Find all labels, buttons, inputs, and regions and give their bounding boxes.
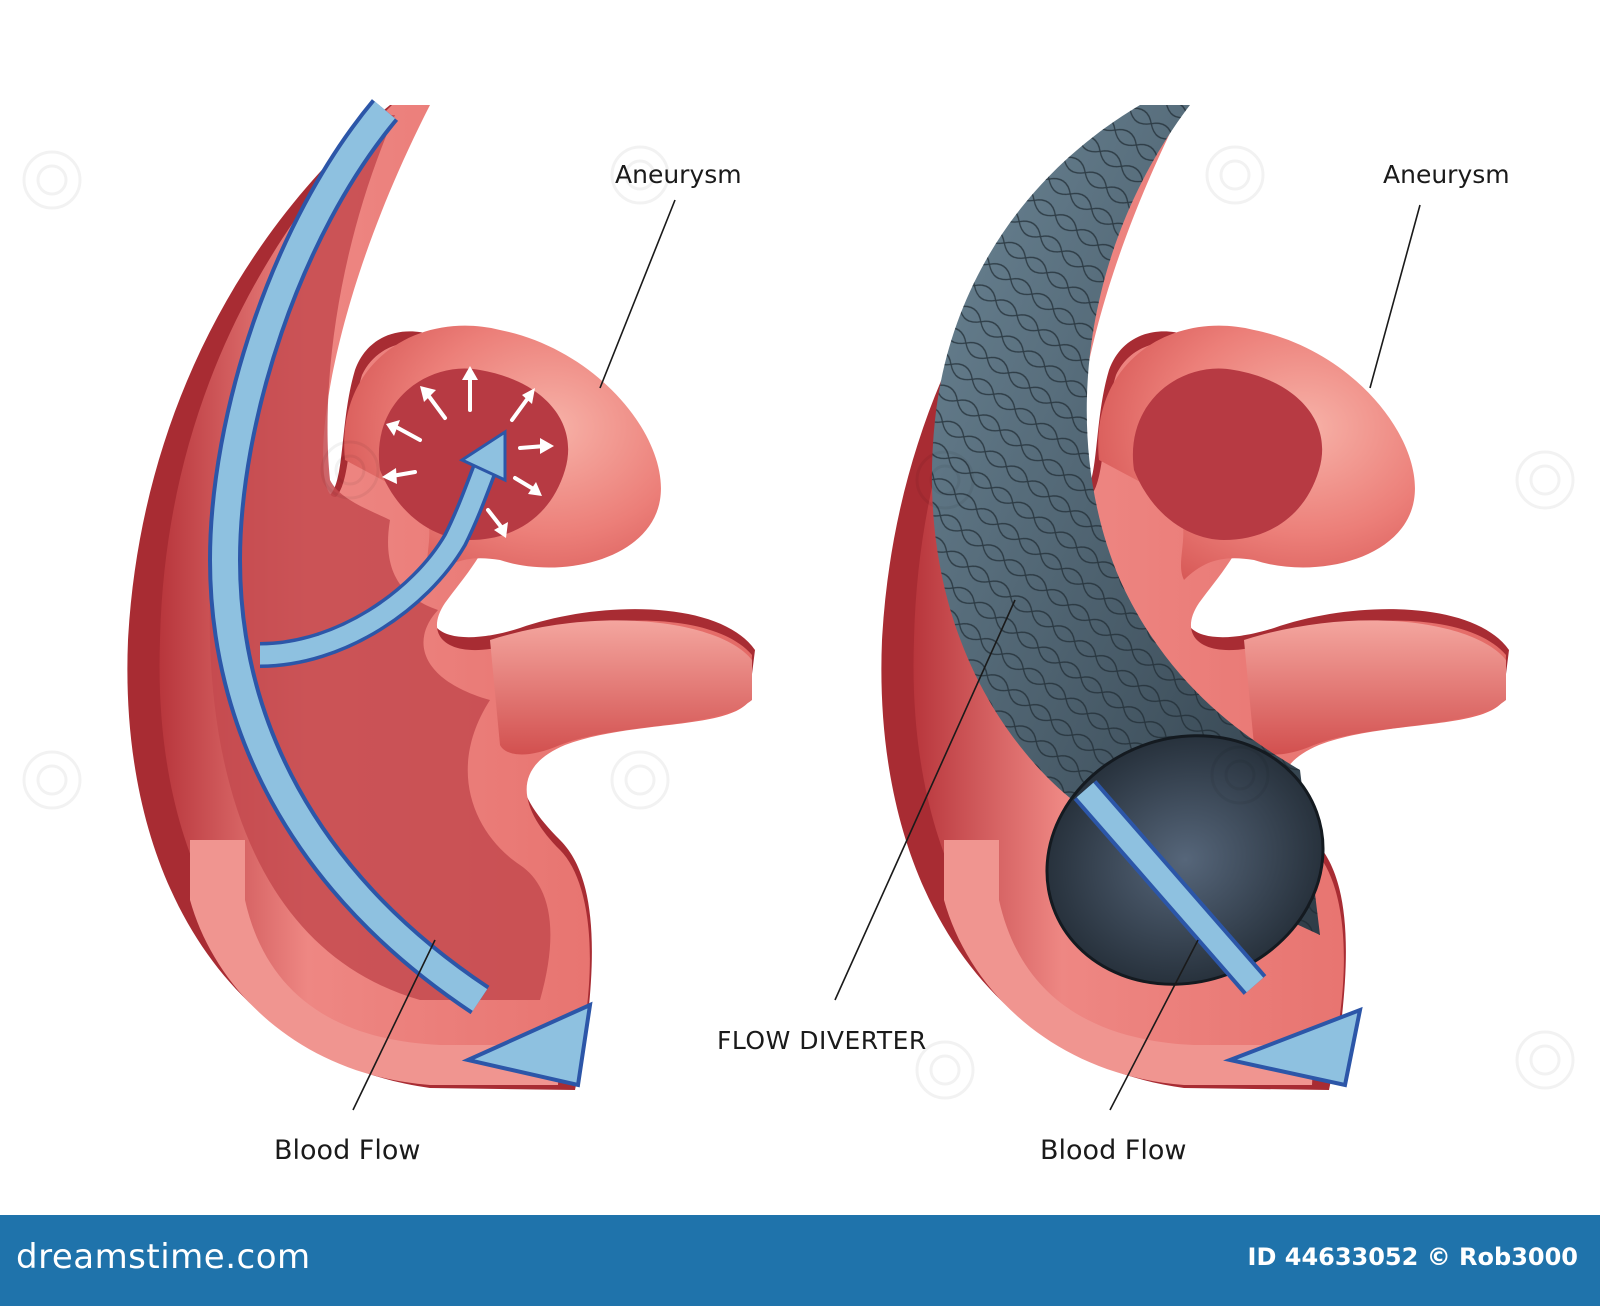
footer-credit: ID 44633052 © Rob3000 — [1247, 1243, 1578, 1271]
flow-diverter-leader — [834, 599, 1016, 1001]
left-aneurysm-leader — [599, 199, 676, 389]
flow-diverter-label: FLOW DIVERTER — [717, 1026, 927, 1055]
right-blood-flow-arrow — [1073, 780, 1363, 1088]
aneurysm-diagram — [22, 99, 1575, 1111]
left-aneurysm-label: Aneurysm — [615, 160, 742, 189]
illustration-canvas: Aneurysm Blood Flow Aneurysm Blood Flow … — [22, 99, 1575, 1166]
right-blood-flow-leader — [1109, 939, 1199, 1111]
flow-diverter-stent — [931, 105, 1325, 986]
leader-lines — [352, 199, 1421, 1111]
left-blood-flow-arrow — [207, 99, 593, 1088]
watermark — [22, 145, 1575, 1100]
right-aneurysm-label: Aneurysm — [1383, 160, 1510, 189]
pressure-arrows — [382, 366, 554, 538]
left-blood-flow-leader — [352, 939, 436, 1111]
footer-bar: dreamstime.com ID 44633052 © Rob3000 — [0, 1215, 1600, 1306]
left-blood-flow-label: Blood Flow — [274, 1135, 421, 1166]
right-aneurysm-leader — [1369, 204, 1421, 389]
footer-logo: dreamstime.com — [16, 1237, 311, 1277]
right-blood-flow-label: Blood Flow — [1040, 1135, 1187, 1166]
